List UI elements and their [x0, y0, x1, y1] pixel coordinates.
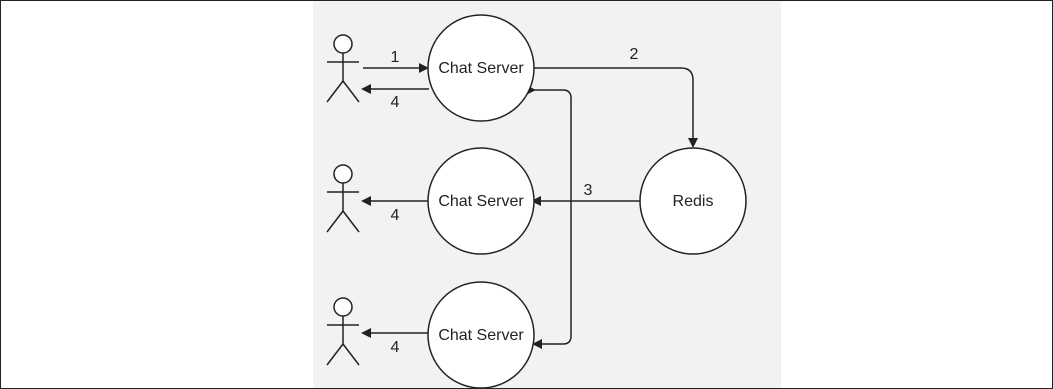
edge-label-4-user3: 4 — [391, 339, 400, 356]
edge-label-3: 3 — [584, 182, 593, 199]
edge-server1-to-redis — [532, 67, 698, 148]
chat-server-1-label: Chat Server — [438, 60, 524, 77]
chat-server-node-2: Chat Server — [427, 147, 535, 255]
user-1-icon — [326, 34, 360, 103]
chat-server-node-1: Chat Server — [427, 14, 535, 122]
redis-node: Redis — [639, 147, 747, 255]
edge-redis-to-server1-and-server3 — [526, 85, 572, 349]
edge-label-1: 1 — [391, 49, 400, 66]
edge-label-2: 2 — [630, 46, 639, 63]
edge-label-4-user2: 4 — [391, 207, 400, 224]
edge-label-4-user1: 4 — [391, 94, 400, 111]
redis-label: Redis — [673, 193, 714, 210]
user-3-icon — [326, 297, 360, 366]
chat-server-2-label: Chat Server — [438, 193, 524, 210]
chat-server-node-3: Chat Server — [427, 281, 535, 388]
user-2-icon — [326, 164, 360, 233]
chat-server-3-label: Chat Server — [438, 327, 524, 344]
